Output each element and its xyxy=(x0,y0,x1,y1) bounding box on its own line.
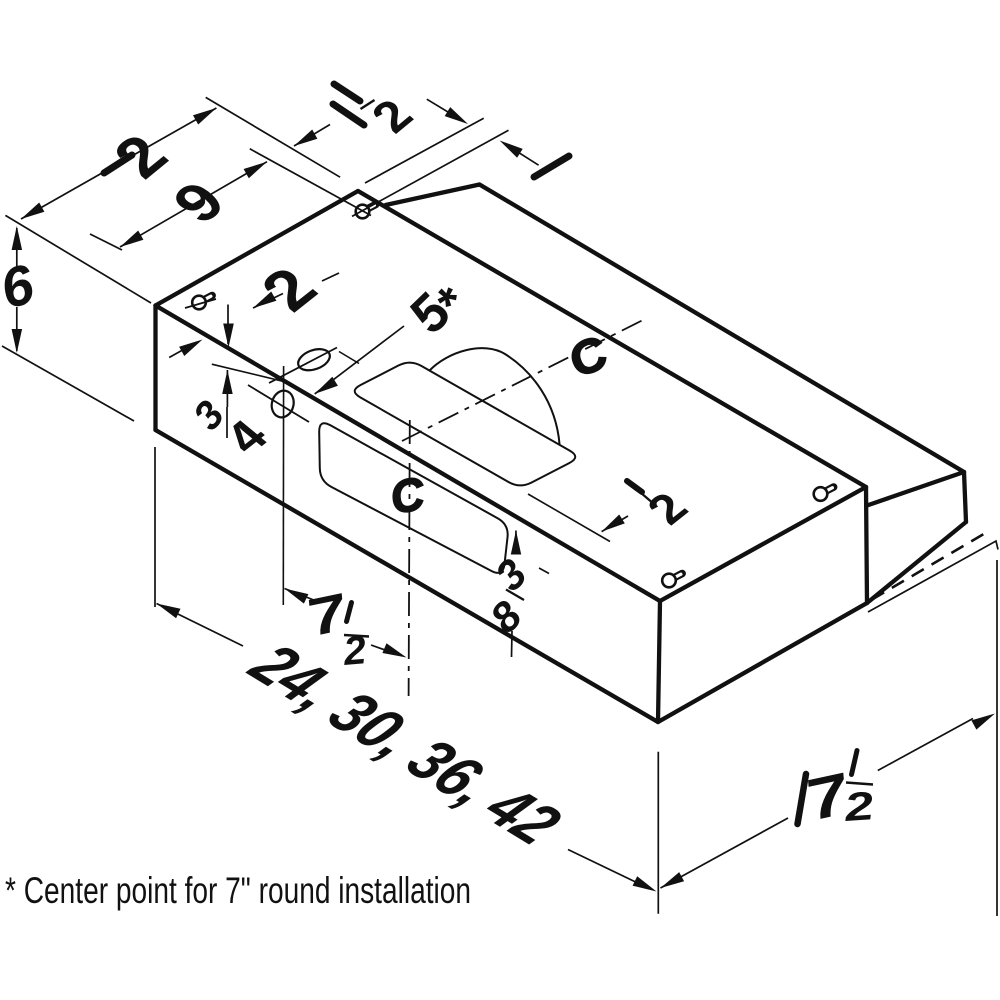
svg-text:2: 2 xyxy=(341,628,368,674)
svg-text:* Center point for 7" round in: * Center point for 7" round installation xyxy=(5,870,471,911)
svg-text:2: 2 xyxy=(841,783,876,830)
